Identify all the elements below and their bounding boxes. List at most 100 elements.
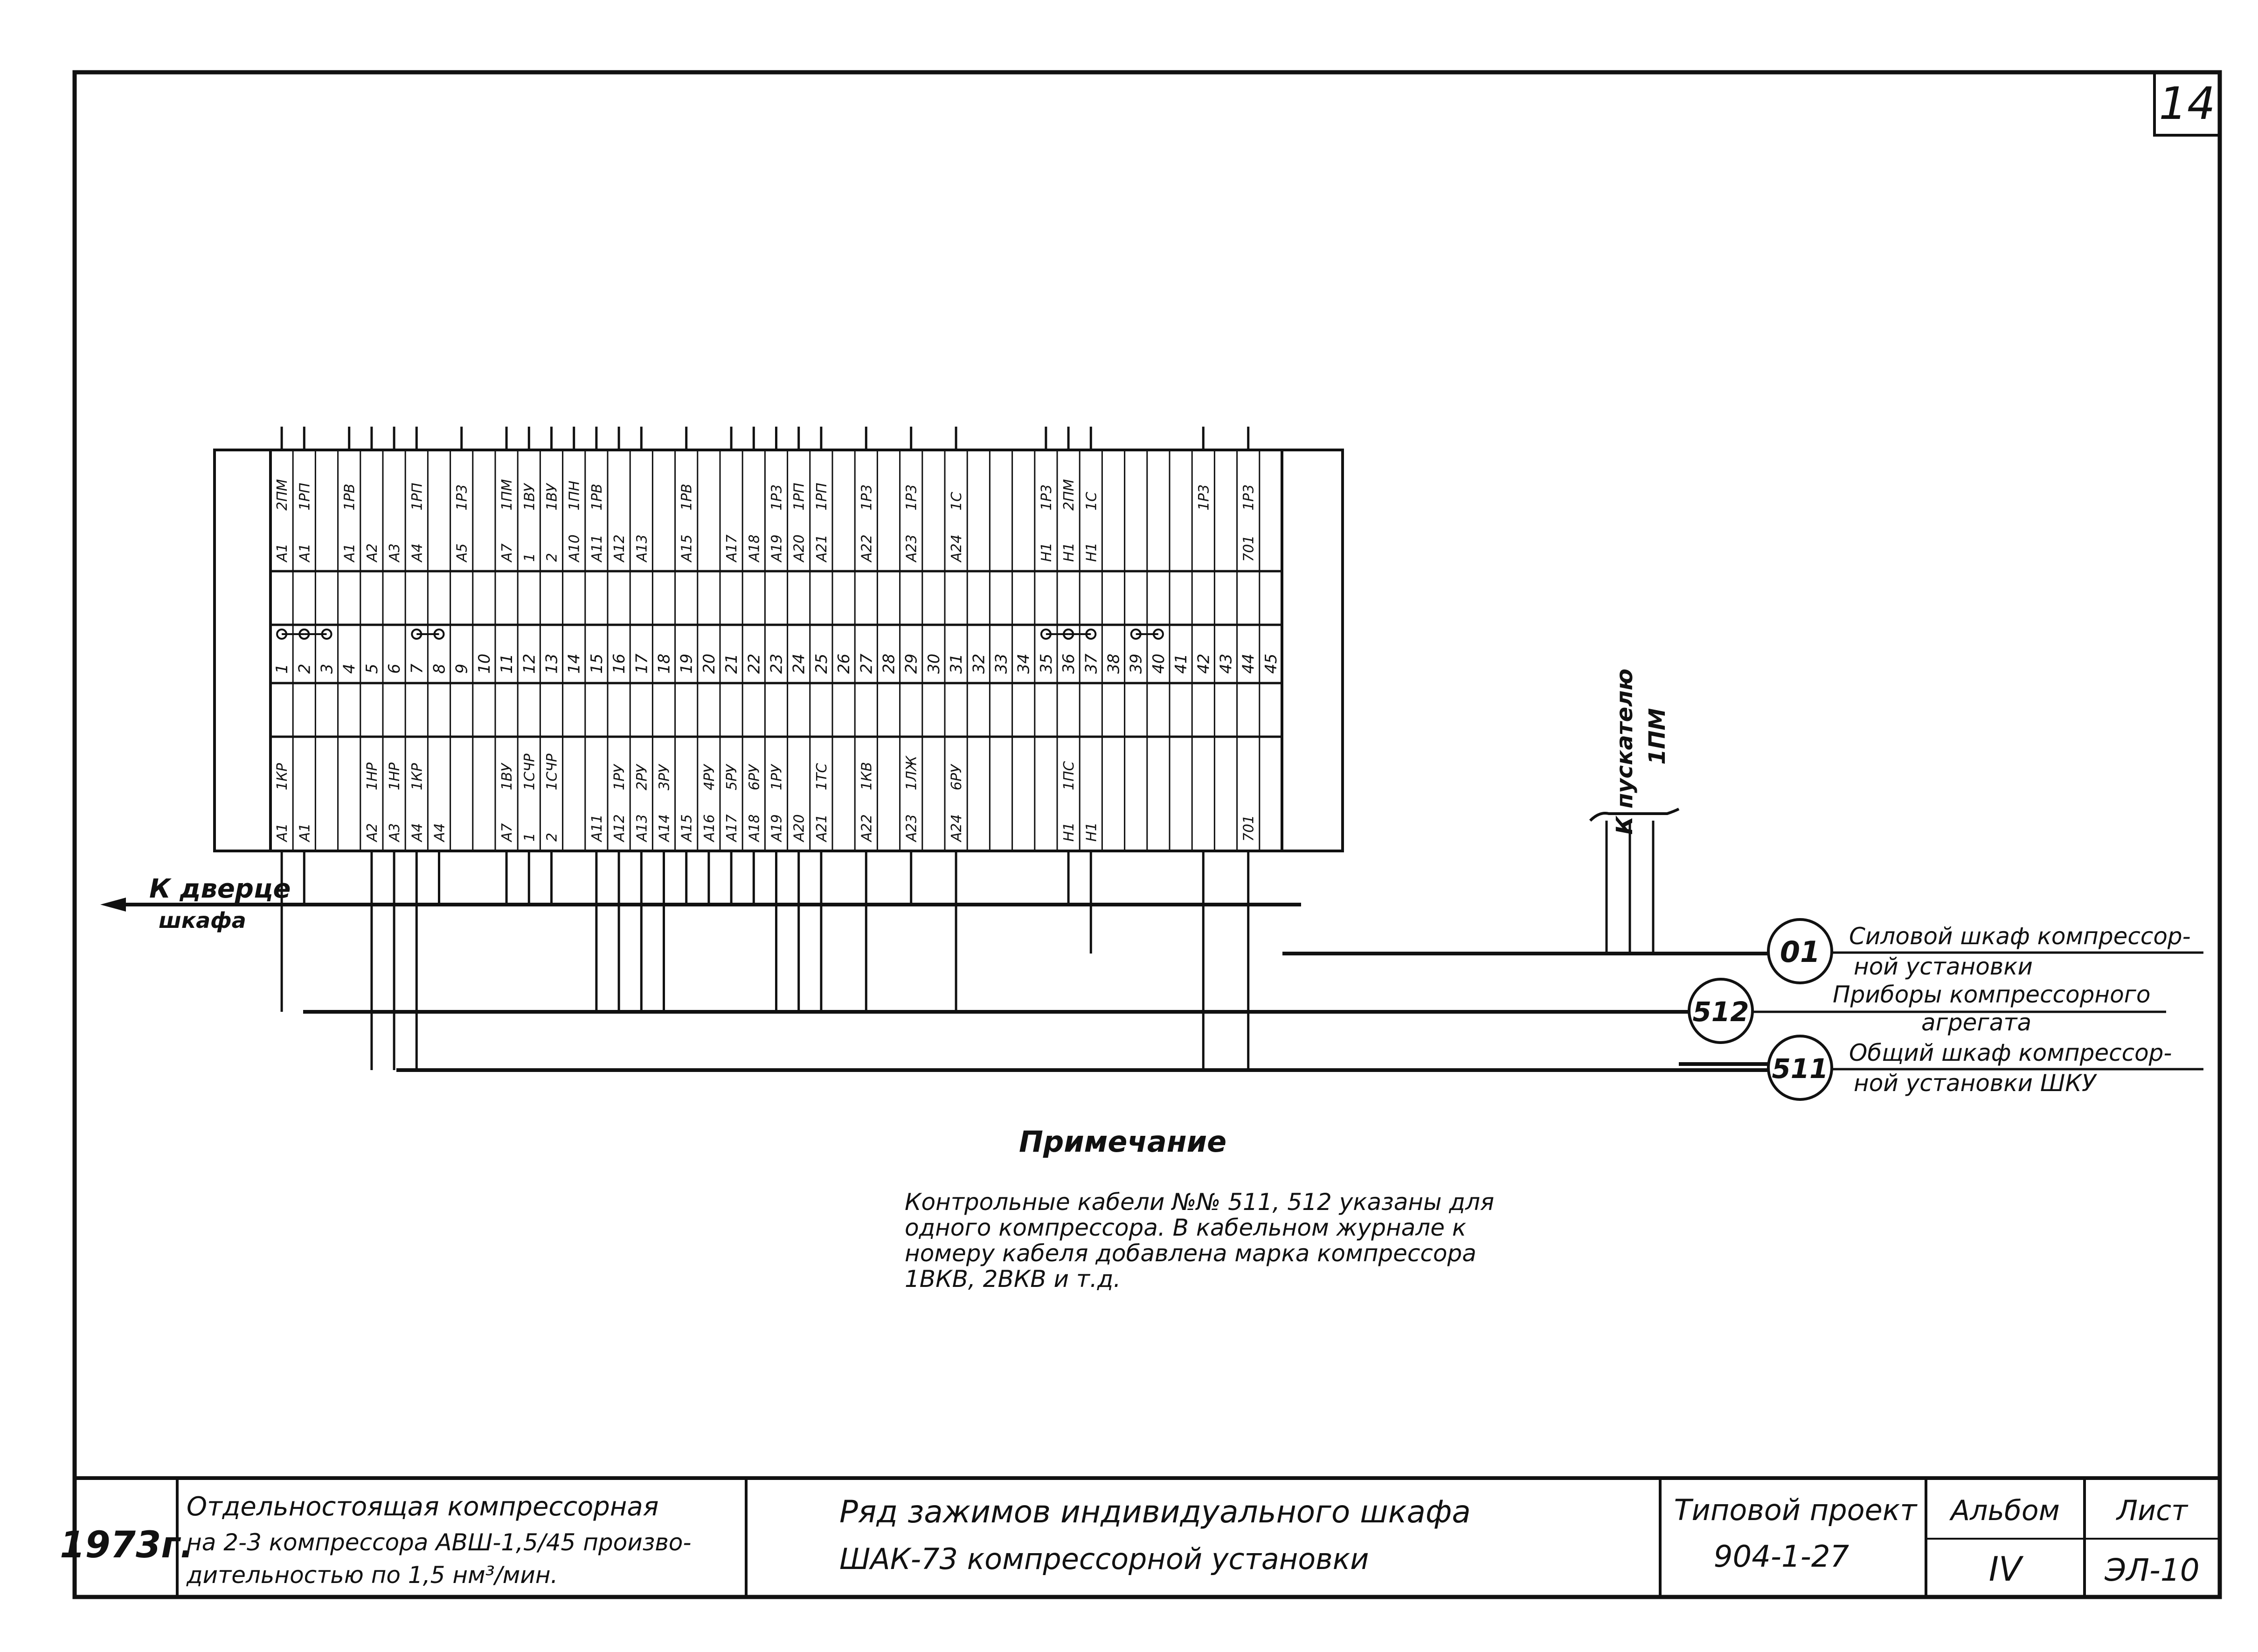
bottom-label-a: A3 — [387, 823, 403, 843]
bottom-label-b: 1ПС — [1061, 761, 1077, 790]
door-label-line2: шкафа — [159, 908, 246, 933]
bottom-label-a: A2 — [364, 823, 381, 843]
jumper-node — [1085, 629, 1097, 640]
terminal-number: 5 — [363, 664, 381, 674]
bottom-label-b: 1КР — [409, 763, 425, 790]
note-title: Примечание — [1019, 1125, 1226, 1159]
title-year: 1973г. — [60, 1524, 194, 1566]
strip-housing — [213, 449, 1344, 852]
bottom-label-a: A13 — [634, 814, 650, 843]
bottom-label-a: A17 — [724, 814, 740, 843]
cable-511: 511 Общий шкаф компрессор- ной установки… — [1767, 1035, 2203, 1101]
terminal-number: 4 — [340, 664, 359, 674]
top-label-a: A7 — [499, 543, 515, 563]
bottom-label-a: A20 — [791, 814, 808, 843]
note-line-1: Контрольные кабели №№ 511, 512 указаны д… — [905, 1189, 1494, 1216]
bottom-label-b: 1ЛЖ — [904, 755, 920, 790]
bottom-label-a: H1 — [1061, 822, 1077, 842]
top-label-b: 1ПН — [567, 481, 583, 511]
bottom-label-a: A1 — [274, 823, 291, 843]
terminal-number: 34 — [1015, 654, 1033, 674]
terminal-number: 17 — [632, 653, 651, 674]
terminal-number: 15 — [588, 654, 606, 674]
bottom-label-a: A15 — [679, 814, 695, 843]
top-label-a: A19 — [769, 534, 785, 563]
terminal-number: 2 — [295, 664, 314, 674]
jumper-node — [276, 629, 288, 640]
bottom-label-b: 1РУ — [611, 764, 628, 790]
top-label-b: 1РВ — [589, 484, 605, 511]
top-label-a: A15 — [679, 534, 695, 563]
terminal-number: 12 — [520, 654, 539, 674]
top-label-a: A1 — [342, 543, 358, 563]
bottom-label-a: A7 — [499, 823, 515, 843]
top-label-a: A2 — [364, 543, 381, 563]
bottom-label-a: 1 — [521, 833, 538, 842]
bottom-label-a: A14 — [657, 814, 673, 843]
top-label-b: 1Р3 — [1241, 484, 1257, 511]
title-block: 1973г. Отдельностоящая компрессорная на … — [60, 1476, 2220, 1597]
jumper-node — [298, 629, 310, 640]
cable-511-circle — [1767, 1035, 1833, 1101]
terminal-number: 6 — [385, 664, 404, 674]
cable-01-circle — [1767, 918, 1833, 984]
top-label-a: A12 — [611, 534, 628, 563]
top-label-b: 1ПМ — [499, 479, 515, 511]
top-label-a: H1 — [1083, 542, 1100, 562]
top-label-a: A22 — [859, 534, 875, 563]
top-label-a: 701 — [1241, 535, 1257, 562]
bottom-label-b: 1КР — [274, 763, 291, 790]
drawing-title-line-2: ШАК-73 компрессорной установки — [839, 1542, 1369, 1576]
terminal-number: 36 — [1060, 654, 1078, 674]
top-label-a: 2 — [544, 553, 561, 562]
terminal-number: 40 — [1150, 654, 1168, 674]
terminal-number: 7 — [408, 664, 426, 674]
top-label-a: A18 — [746, 534, 762, 563]
bottom-label-b: 2РУ — [634, 764, 650, 790]
album-number: IV — [1989, 1549, 2024, 1589]
terminal-number: 37 — [1082, 653, 1101, 674]
terminal-number: 30 — [925, 654, 943, 674]
top-label-b: 1С — [1083, 492, 1100, 511]
bottom-label-b: 1ТС — [814, 763, 830, 790]
terminal-number: 32 — [970, 654, 988, 674]
top-label-a: 1 — [521, 553, 538, 562]
terminal-number: 20 — [700, 654, 719, 674]
top-label-b: 2ПМ — [1061, 479, 1077, 511]
door-arrow — [100, 898, 126, 912]
top-label-b: 1РП — [409, 483, 425, 511]
sheet-number: 14 — [2159, 78, 2216, 130]
bottom-label-b: 1СЧР — [544, 753, 561, 790]
terminal-number: 45 — [1262, 654, 1281, 674]
top-label-b: 1Р3 — [1039, 484, 1055, 511]
top-label-a: A1 — [274, 543, 291, 563]
terminal-number: 25 — [812, 654, 831, 674]
top-label-b: 2ПМ — [274, 479, 291, 511]
cable-511-desc-line1: Общий шкаф компрессор- — [1849, 1039, 2172, 1066]
jumper-node — [433, 629, 445, 640]
top-label-b: 1РП — [297, 483, 313, 511]
cable-512-desc-line1: Приборы компрессорного — [1833, 981, 2151, 1008]
door-label-line1: К дверце — [149, 874, 291, 904]
terminal-number: 27 — [857, 653, 876, 674]
terminal-number: 41 — [1172, 654, 1191, 674]
bottom-label-a: A12 — [611, 814, 628, 843]
object-line-3: дительностью по 1,5 нм³/мин. — [186, 1562, 558, 1589]
terminal-number: 31 — [947, 654, 966, 674]
terminal-number: 8 — [430, 664, 449, 674]
bottom-label-a: A22 — [859, 814, 875, 843]
cable-512-desc-line2: агрегата — [1921, 1009, 2031, 1036]
terminal-number: 1 — [273, 664, 291, 674]
note-line-2: одного компрессора. В кабельном журнале … — [905, 1214, 1466, 1241]
bottom-label-a: A24 — [949, 814, 965, 843]
bottom-label-a: A19 — [769, 814, 785, 843]
starter-brace — [1589, 808, 1680, 822]
bottom-label-a: A1 — [297, 823, 313, 843]
project-number: 904-1-27 — [1714, 1540, 1849, 1574]
cable-512: 512 Приборы компрессорного агрегата — [1688, 978, 2166, 1044]
note-block: Примечание Контрольные кабели №№ 511, 51… — [905, 1125, 1494, 1293]
bottom-label-b: 6РУ — [746, 764, 762, 790]
bottom-label-a: 2 — [544, 833, 561, 842]
terminal-number: 11 — [498, 654, 516, 674]
